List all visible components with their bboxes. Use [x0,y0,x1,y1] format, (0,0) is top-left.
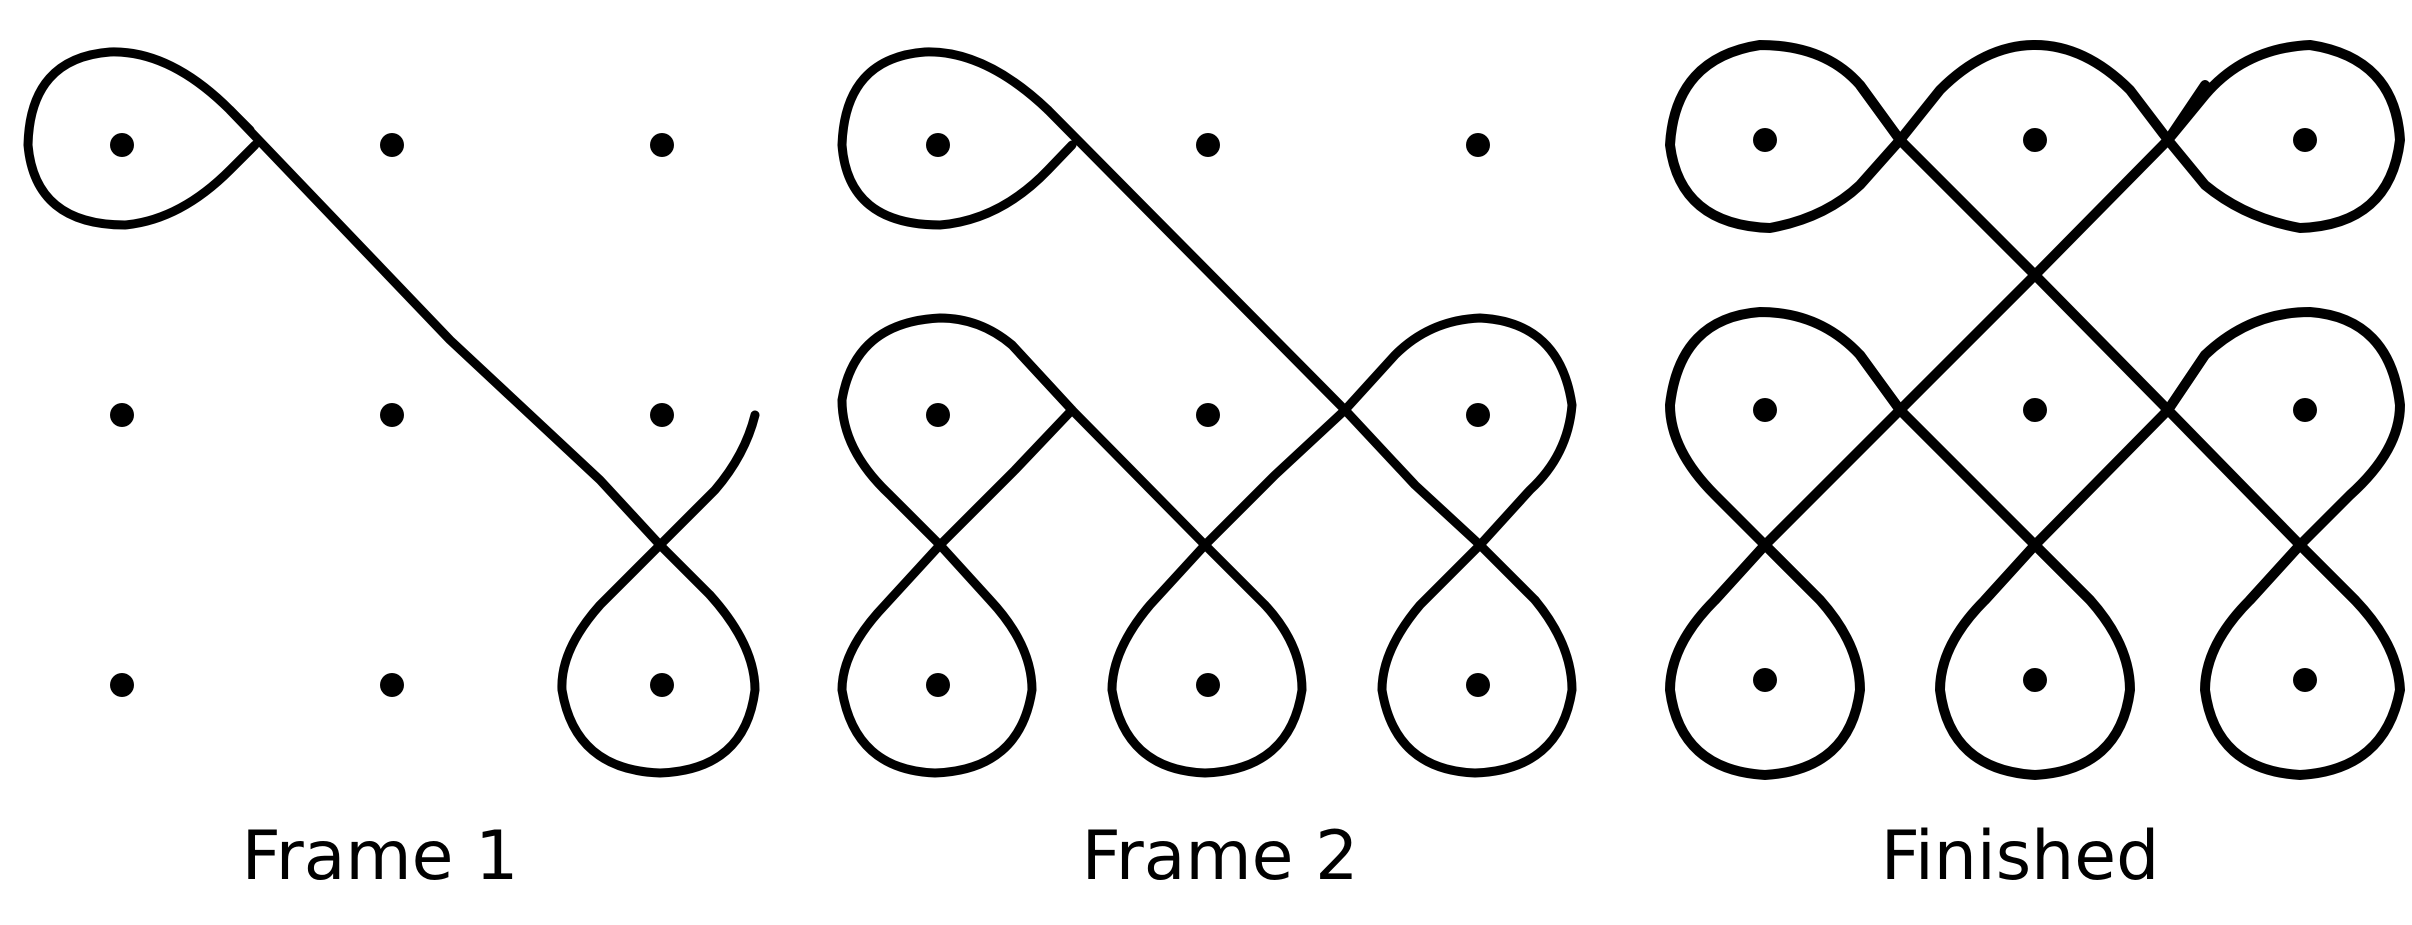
finished-dot [2293,398,2317,422]
finished-dot [1753,398,1777,422]
frame-1-bottom-right-loop [557,540,760,778]
finished-bottom-left-loop [1665,540,1865,780]
frame-1-dot [110,673,134,697]
frame-2-diagonal-b [935,405,1077,550]
finished-top-left-loop [1665,40,1905,233]
frame-2-dot [926,133,950,157]
frame-2-dot [1466,403,1490,427]
frame-2-bottom-middle-loop [1107,540,1307,778]
finished-top-right-loop [2163,40,2405,233]
finished-middle-right-loop [2163,307,2405,550]
frame-1-dot [650,133,674,157]
frame-1-rising-tail [655,410,760,550]
finished-bottom-right-loop [2200,540,2405,780]
frame-1-dot [110,403,134,427]
finished-diagonal-3 [1855,350,2095,605]
finished-dot [1753,668,1777,692]
frame-2-long-diagonal [1043,105,1540,605]
frame-1-dot [380,673,404,697]
finished-dot [2023,668,2047,692]
finished-dot [2293,668,2317,692]
finished-dot [2023,398,2047,422]
frame-2-dot [926,403,950,427]
frame-2-dot [1196,673,1220,697]
frame-1-dot [650,673,674,697]
finished-middle-left-loop [1665,307,1905,550]
frame-2-dot [926,673,950,697]
finished-diagonal-5 [1760,540,1825,605]
frame-2-dot [1466,133,1490,157]
frame-1-dot [110,133,134,157]
frame-2-bottom-right-loop [1377,540,1577,778]
frame-1-diagonal-stroke [225,105,715,600]
finished-diagonal-6 [2245,540,2305,605]
frame-2-middle-right-loop [1340,313,1577,550]
frame-2-diagonal-a [1007,340,1270,610]
finished-top-center-loop [1895,40,2173,145]
finished-dot [2293,128,2317,152]
frame-2-middle-left-loop [837,313,1077,550]
finished-dot [1753,128,1777,152]
frame-1-dot [380,403,404,427]
frame-2-dot [1196,133,1220,157]
frame-2-dot [1466,673,1490,697]
finished-caption: Finished [1880,817,2160,896]
finished-dot [2023,128,2047,152]
frame-1-top-left-loop [23,47,260,230]
frame-1-caption: Frame 1 [241,817,519,896]
frame-2-dot [1196,403,1220,427]
frame-1-dot [380,133,404,157]
frame-1-dot [650,403,674,427]
finished-diagonal-4 [1980,350,2210,605]
frame-2-top-left-loop [837,47,1077,230]
frame-2-caption: Frame 2 [1081,817,1359,896]
frame-2-bottom-left-loop [837,540,1037,778]
frame-2-diagonal-c [1200,405,1350,550]
finished-bottom-center-loop [1935,540,2135,780]
finished-diagonal-2 [1710,80,2210,605]
finished-diagonal-1 [1855,80,2360,605]
